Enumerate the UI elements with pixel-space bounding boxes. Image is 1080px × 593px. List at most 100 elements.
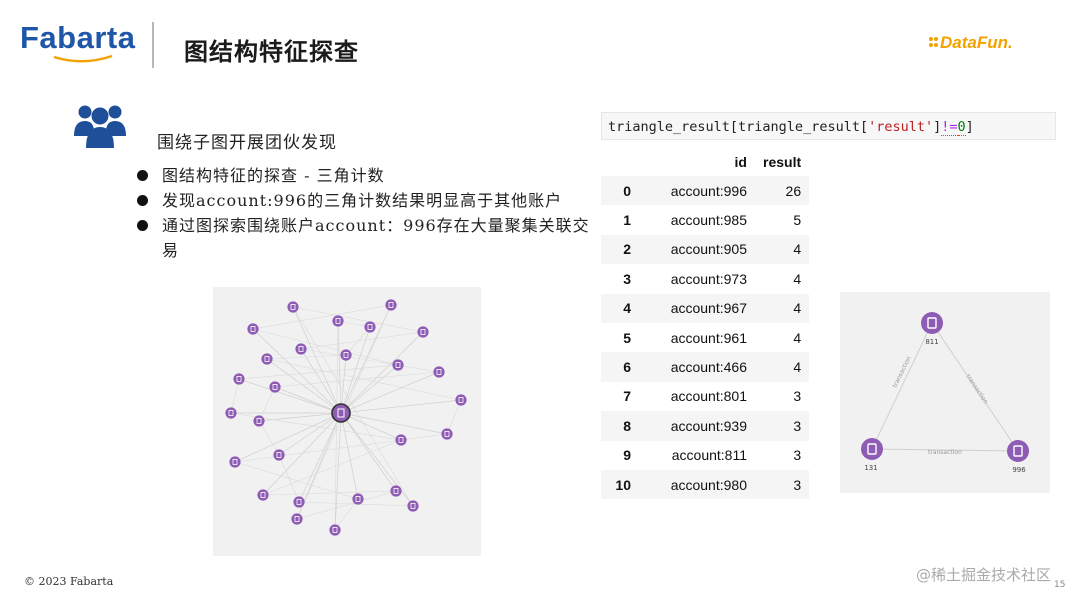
logo-swoosh-icon — [53, 54, 113, 63]
graph-edge — [292, 306, 414, 507]
graph-node[interactable] — [332, 315, 344, 327]
graph-node[interactable] — [257, 489, 269, 501]
graph-node[interactable] — [233, 373, 245, 385]
graph-node[interactable] — [229, 456, 241, 468]
graph-node[interactable] — [225, 407, 237, 419]
graph-node[interactable] — [352, 493, 364, 505]
svg-text:996: 996 — [1012, 466, 1026, 474]
graph-edge — [258, 420, 280, 456]
table-cell-result: 5 — [793, 212, 802, 229]
graph-edge — [234, 433, 448, 463]
table-cell-result: 3 — [793, 388, 802, 405]
graph-edge — [262, 439, 402, 496]
code-suffix: ] — [965, 119, 974, 135]
table-cell-result: 4 — [793, 270, 802, 287]
graph-node[interactable] — [417, 326, 429, 338]
graph-node[interactable] — [364, 321, 376, 333]
document-icon — [1013, 445, 1023, 457]
graph-node[interactable] — [433, 366, 445, 378]
graph-node[interactable] — [253, 415, 265, 427]
table-cell-index: 4 — [623, 300, 631, 317]
graph-edge — [234, 461, 359, 500]
table-cell-result: 4 — [793, 241, 802, 258]
code-operator: != — [941, 119, 958, 136]
edge-131-996 — [871, 448, 1019, 452]
table-cell-id: account:980 — [670, 476, 747, 493]
graph-node[interactable] — [287, 301, 299, 313]
graph-node[interactable]: 811 — [921, 312, 943, 346]
table-cell-id: account:996 — [670, 182, 747, 199]
table-header-row: id result — [601, 148, 809, 176]
graph-node[interactable] — [247, 323, 259, 335]
table-cell-result: 4 — [793, 359, 802, 376]
graph-edge — [300, 348, 440, 373]
document-icon — [867, 443, 877, 455]
graph-edge — [340, 412, 397, 492]
graph-edge — [252, 304, 392, 330]
graph-node[interactable] — [261, 353, 273, 365]
graph-node[interactable] — [329, 524, 341, 536]
graph-edge — [300, 348, 342, 414]
graph-node[interactable] — [269, 381, 281, 393]
graph-node[interactable] — [455, 394, 467, 406]
graph-edge — [340, 412, 448, 435]
graph-edge — [266, 354, 347, 360]
graph-edge — [292, 306, 424, 333]
graph-node[interactable] — [395, 434, 407, 446]
column-header: result — [763, 154, 802, 170]
graph-node[interactable] — [293, 496, 305, 508]
graph-edge — [278, 412, 342, 456]
graph-node[interactable]: 996 — [1007, 440, 1029, 474]
graph-edge — [340, 331, 424, 414]
bullet-list: 图结构特征的探查 - 三角计数 发现account:996的三角计数结果明显高于… — [136, 163, 596, 263]
graph-node[interactable] — [392, 359, 404, 371]
graph-edge — [274, 371, 440, 388]
graph-node[interactable] — [295, 343, 307, 355]
graph-node[interactable] — [340, 349, 352, 361]
table-cell-id: account:905 — [670, 241, 747, 258]
graph-node[interactable] — [390, 485, 402, 497]
code-string: 'result' — [868, 119, 934, 135]
table-cell-index: 8 — [623, 417, 631, 434]
graph-node[interactable] — [291, 513, 303, 525]
table-cell-result: 4 — [793, 300, 802, 317]
edge-811-996 — [931, 322, 1019, 452]
graph-node[interactable]: 131 — [861, 438, 883, 472]
table-cell-index: 10 — [615, 476, 631, 493]
table-cell-id: account:985 — [670, 212, 747, 229]
bullet-item: 发现account:996的三角计数结果明显高于其他账户 — [136, 188, 596, 213]
graph-edge — [252, 328, 342, 414]
graph-edge — [238, 378, 342, 414]
graph-edge — [340, 412, 359, 500]
graph-node[interactable] — [385, 299, 397, 311]
graph-node[interactable] — [407, 500, 419, 512]
graph-edge — [340, 371, 440, 414]
table-cell-index: 0 — [623, 182, 631, 199]
bullet-item: 通过图探索围绕账户account：996存在大量聚集关联交易 — [136, 213, 596, 263]
graph-edge — [266, 358, 342, 414]
graph-edge — [340, 304, 392, 414]
center-graph-node[interactable] — [331, 403, 351, 423]
table-cell-id: account:973 — [670, 270, 747, 287]
graph-edge — [266, 358, 462, 401]
graph-edge — [334, 320, 339, 531]
edge-label: transaction — [964, 373, 989, 405]
graph-visualization — [213, 287, 481, 556]
table-cell-result: 26 — [785, 182, 802, 199]
graph-edge — [340, 364, 399, 414]
graph-node[interactable] — [441, 428, 453, 440]
graph-node[interactable] — [273, 449, 285, 461]
triangle-graph-svg: transaction transaction transaction 811 … — [861, 312, 1029, 474]
graph-edge — [252, 328, 399, 366]
table-cell-id: account:961 — [670, 329, 747, 346]
page-title: 图结构特征探查 — [184, 38, 359, 66]
graph-edge — [234, 412, 342, 463]
table-cell-id: account:967 — [670, 300, 747, 317]
graph-edge — [292, 306, 342, 414]
